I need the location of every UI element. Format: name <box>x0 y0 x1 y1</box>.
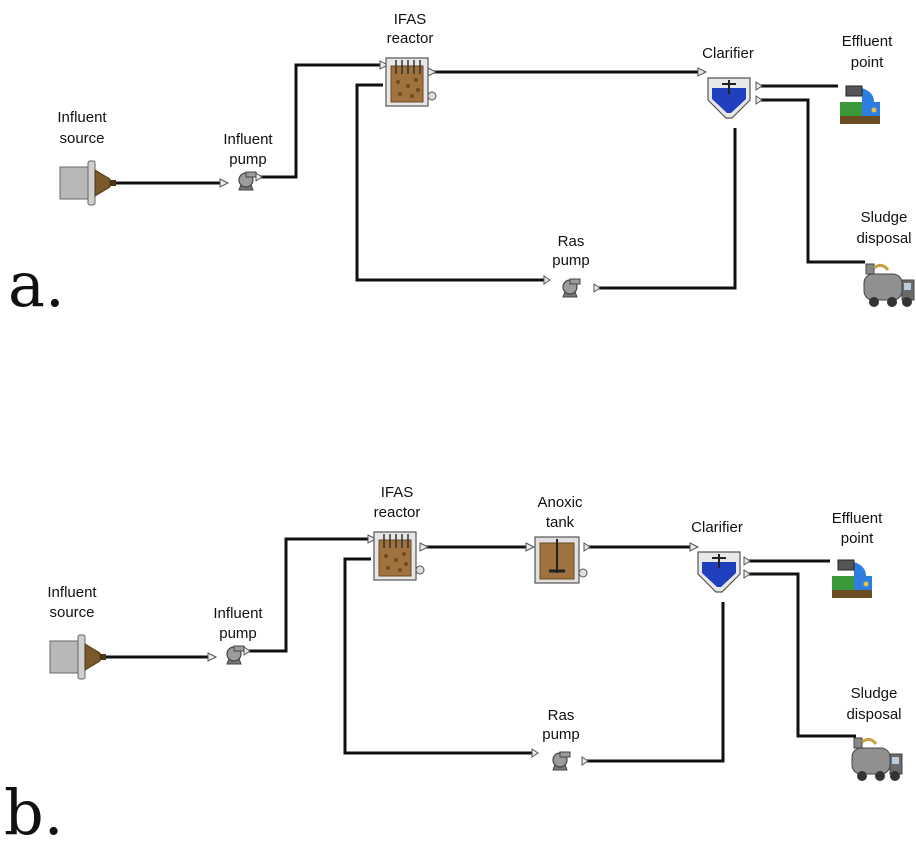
effluent-outfall-icon <box>831 559 873 599</box>
panel-letter-a: a. <box>8 248 65 321</box>
sludge-truck-icon <box>850 736 904 783</box>
pipe-pump-to-ifas <box>258 63 383 179</box>
pump-icon <box>552 751 571 771</box>
clarifier-label: Clarifier <box>691 519 743 536</box>
clarifier-label: Clarifier <box>702 45 754 62</box>
pipe-clarifier-to-sludge <box>746 572 856 738</box>
anoxic-tank-icon <box>533 535 589 585</box>
pipe-clarifier-to-ras-pump <box>598 128 737 290</box>
pump-icon <box>238 171 257 191</box>
pipe-pump-to-ifas <box>246 537 371 653</box>
pump-icon <box>226 645 245 665</box>
clarifier-icon <box>697 551 741 593</box>
sludge-truck-icon <box>862 262 916 309</box>
pipe-ras-to-ifas <box>343 557 534 755</box>
pipe-ras-to-ifas <box>355 83 546 282</box>
ifas-reactor-icon <box>385 57 437 107</box>
pipe-connectors <box>105 60 763 293</box>
pump-icon <box>562 278 581 298</box>
pipe-source-icon <box>49 634 107 680</box>
clarifier-icon <box>707 77 751 119</box>
pipe-source-icon <box>59 160 117 206</box>
pipe-clarifier-to-ras-pump <box>586 602 725 763</box>
pipe-clarifier-to-sludge <box>758 98 865 264</box>
panel-letter-b: b. <box>4 776 63 843</box>
effluent-outfall-icon <box>839 85 881 125</box>
ifas-reactor-icon <box>373 531 425 581</box>
